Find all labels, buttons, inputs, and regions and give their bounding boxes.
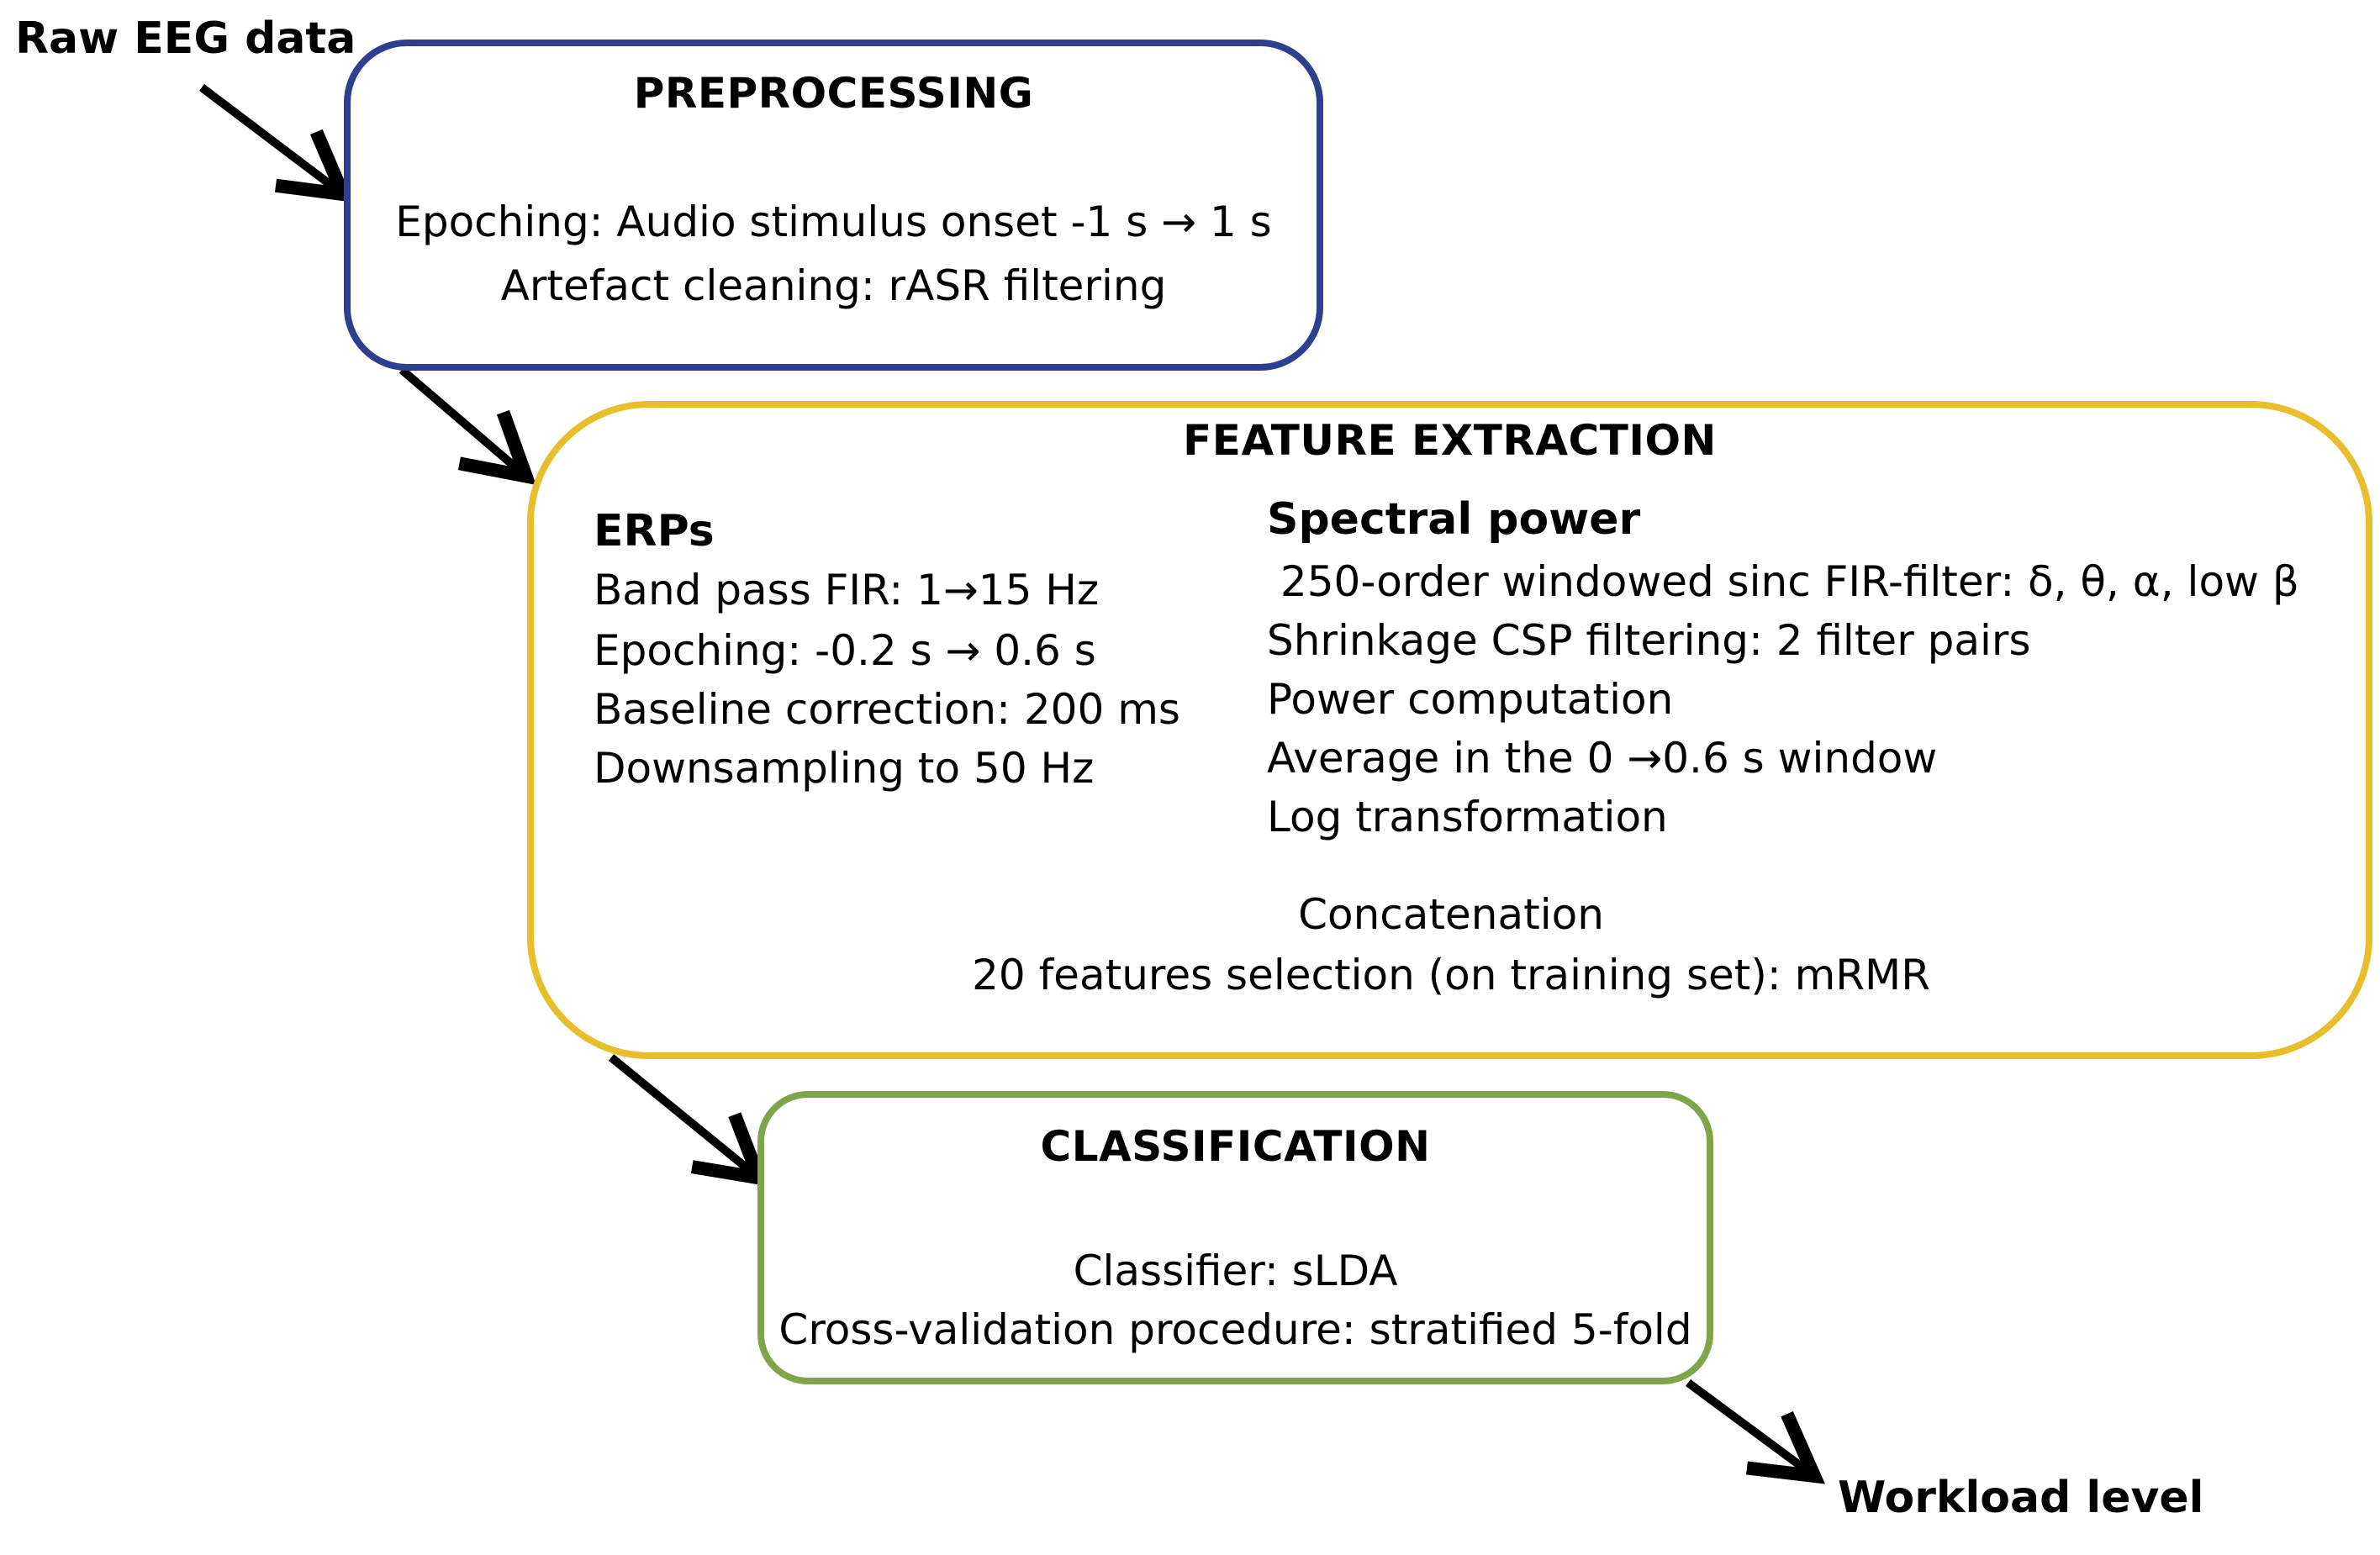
feature-footer-selection: 20 features selection (on training set):…: [972, 951, 1930, 999]
spectral-line-fir: 250-order windowed sinc FIR-filter: δ, θ…: [1267, 557, 2299, 606]
preprocessing-line-epoching: Epoching: Audio stimulus onset -1 s → 1 …: [395, 198, 1272, 246]
arrow-classification-to-output: [1686, 1378, 1826, 1484]
preprocessing-box: [344, 40, 1323, 371]
erps-line-epoching: Epoching: -0.2 s → 0.6 s: [594, 626, 1096, 675]
arrow-preprocessing-to-features: [398, 366, 536, 486]
erps-line-baseline: Baseline correction: 200 ms: [594, 685, 1180, 734]
erps-heading: ERPs: [594, 506, 715, 556]
classification-line-crossval: Cross-validation procedure: stratified 5…: [778, 1305, 1692, 1354]
erps-line-bandpass: Band pass FIR: 1→15 Hz: [594, 566, 1100, 614]
spectral-line-average: Average in the 0 →0.6 s window: [1267, 734, 1938, 783]
arrow-input-to-preprocessing: [198, 84, 354, 203]
spectral-heading: Spectral power: [1267, 494, 1641, 545]
classification-line-classifier: Classifier: sLDA: [1073, 1247, 1398, 1295]
feature-extraction-title: FEATURE EXTRACTION: [1183, 416, 1717, 465]
preprocessing-line-artefact: Artefact cleaning: rASR filtering: [500, 261, 1167, 310]
feature-extraction-box: [527, 401, 2372, 1059]
erps-line-downsampling: Downsampling to 50 Hz: [594, 744, 1095, 793]
output-label: Workload level: [1838, 1473, 2204, 1523]
classification-title: CLASSIFICATION: [1040, 1122, 1431, 1171]
feature-footer-concatenation: Concatenation: [1298, 890, 1604, 939]
arrow-features-to-classification: [608, 1054, 770, 1187]
spectral-line-power: Power computation: [1267, 675, 1674, 724]
classification-box: [757, 1091, 1713, 1384]
spectral-line-log: Log transformation: [1267, 793, 1668, 841]
preprocessing-title: PREPROCESSING: [633, 69, 1034, 118]
input-label: Raw EEG data: [15, 13, 356, 64]
spectral-line-csp: Shrinkage CSP filtering: 2 filter pairs: [1267, 616, 2031, 665]
